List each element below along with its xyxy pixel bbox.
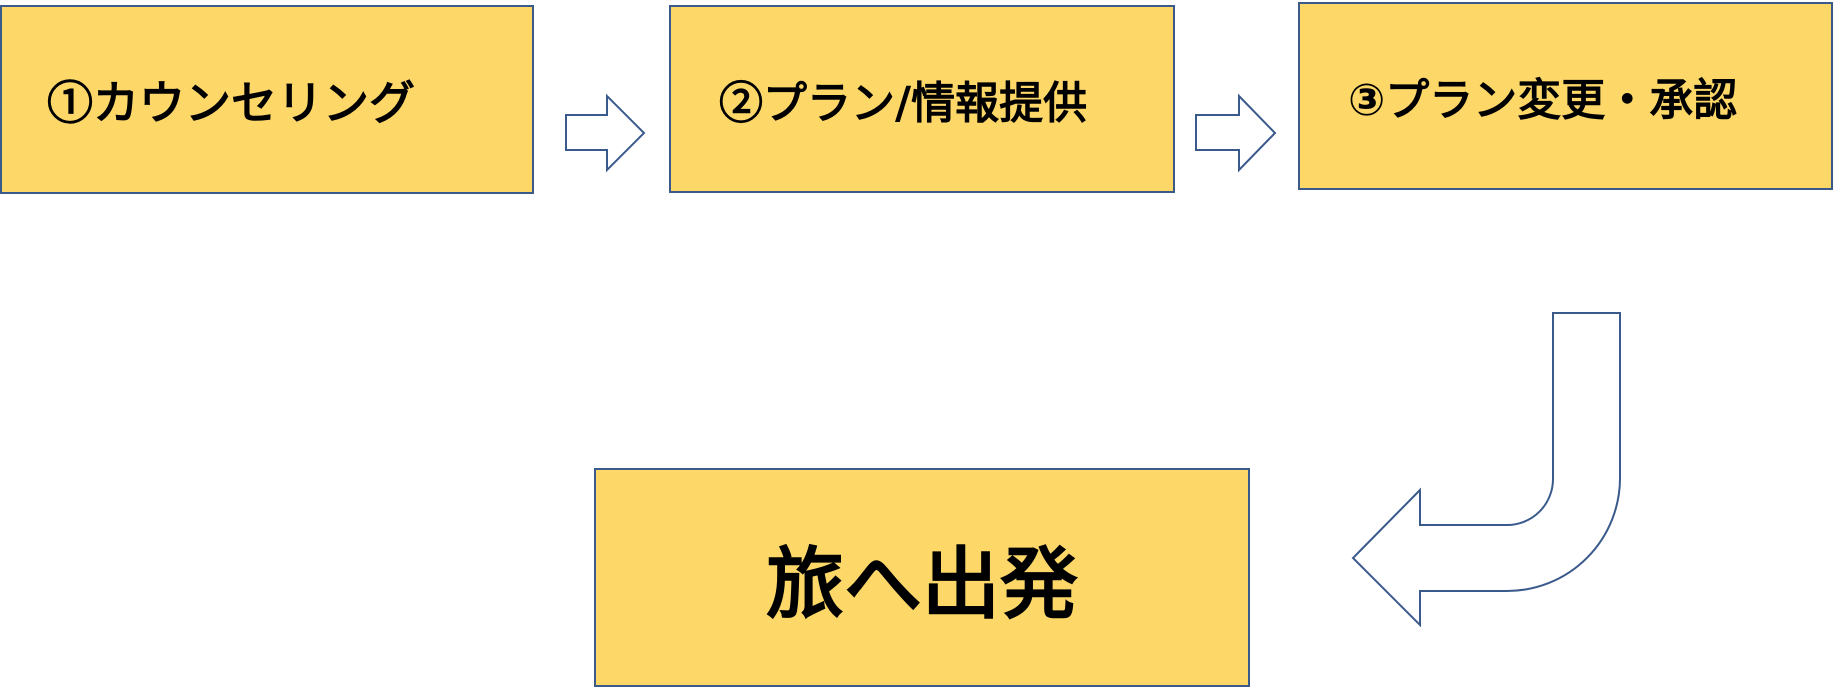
step-plan-approval-box: ③プラン変更・承認 [1298,2,1833,190]
step-label: ①カウンセリング [47,75,415,130]
right-arrow-icon [1195,93,1277,173]
departure-box: 旅へ出発 [594,468,1250,687]
step-label: ③プラン変更・承認 [1348,75,1738,126]
step-counseling-box: ①カウンセリング [0,5,534,194]
final-label: 旅へ出発 [765,539,1078,630]
step-plan-info-box: ②プラン/情報提供 [669,5,1175,193]
right-arrow-icon [565,93,646,173]
step-label: ②プラン/情報提供 [719,78,1088,129]
bent-down-left-arrow-icon [1351,312,1621,628]
